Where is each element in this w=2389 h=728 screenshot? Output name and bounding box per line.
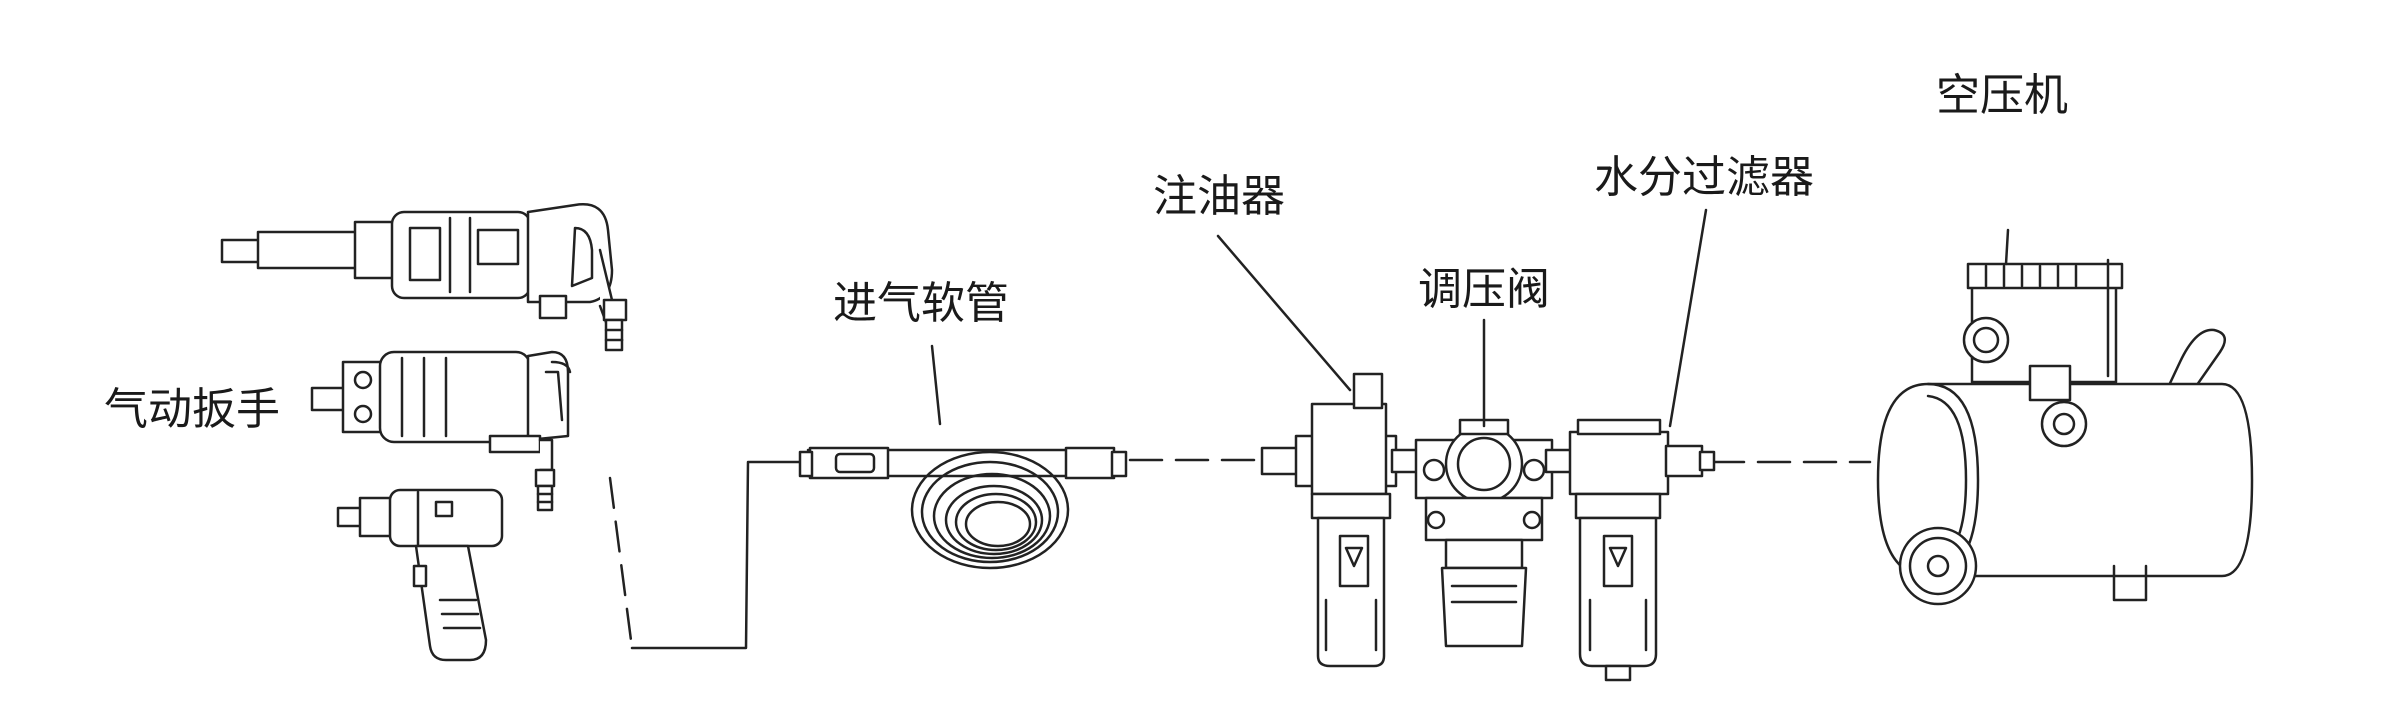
pistol-impact-wrench-icon xyxy=(336,488,504,662)
air-hose-label: 进气软管 xyxy=(833,278,1009,329)
pressure-regulator-label: 调压阀 xyxy=(1418,264,1550,315)
air-compressor-label: 空压机 xyxy=(1936,70,2068,121)
frl-connection-lines xyxy=(1128,458,1872,464)
hose-connection-lines xyxy=(608,460,810,650)
water-filter-label: 水分过滤器 xyxy=(1594,152,1814,203)
lubricator-icon xyxy=(1216,234,1398,668)
water-filter-icon xyxy=(1544,208,1716,682)
pressure-regulator-icon xyxy=(1390,318,1554,648)
large-impact-wrench-icon xyxy=(220,203,628,352)
pneumatic-wrench-label: 气动扳手 xyxy=(104,384,280,435)
lubricator-label: 注油器 xyxy=(1153,171,1285,222)
medium-impact-wrench-icon xyxy=(310,350,572,512)
air-hose-icon xyxy=(798,344,1128,570)
air-compressor-icon xyxy=(1876,228,2254,606)
